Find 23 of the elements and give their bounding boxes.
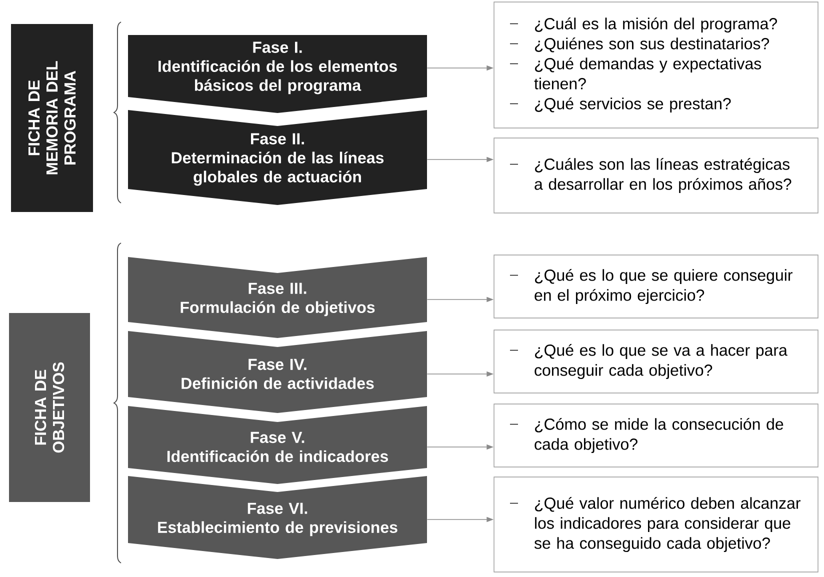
question-text: ¿Qué es lo que se va a hacer para conseguir cada objetivo? (534, 344, 788, 380)
question-text: ¿Qué es lo que se quiere conseguir en el próximo ejercicio? (534, 268, 792, 304)
question-box (494, 2, 818, 128)
chevron-box: Fase IV. Definición de actividades (128, 331, 427, 413)
chevron-box: Fase III. Formulación de objetivos (128, 257, 427, 338)
side-label-box: FICHA DE OBJETIVOS (9, 313, 90, 502)
question-text: ¿Qué valor numérico deben alcanzar los indicadores para considerar que se ha conseguido cada objetivo? (534, 496, 800, 552)
question-box (494, 138, 818, 214)
side-label-box: FICHA DE MEMORIA DEL PROGRAMA (11, 24, 93, 212)
chevron-box: Fase V. Identificación de indicadores (128, 406, 427, 484)
question-text: ¿Cuáles son las líneas estratégicas a desarrollar en los próximos años? (534, 158, 792, 194)
question-box (494, 404, 818, 468)
chevron-box: Fase VI. Establecimiento de previsiones (128, 476, 427, 559)
question-text: ¿Quiénes son sus destinatarios? (535, 37, 770, 52)
chevron-box: Fase II. Determinación de las líneas globales de actuación (128, 110, 427, 205)
question-box (494, 330, 818, 394)
question-text: ¿Qué demandas y expectativas tienen? (534, 57, 762, 90)
question-text: ¿Cuál es la misión del programa? (535, 17, 777, 33)
question-box (494, 254, 818, 318)
chevron-box: Fase I. Identificación de los elementos básicos del programa (128, 35, 427, 113)
question-text: ¿Cómo se mide la consecución de cada objetivo? (534, 418, 784, 454)
question-box (494, 476, 818, 572)
question-text: ¿Qué servicios se prestan? (535, 97, 731, 113)
